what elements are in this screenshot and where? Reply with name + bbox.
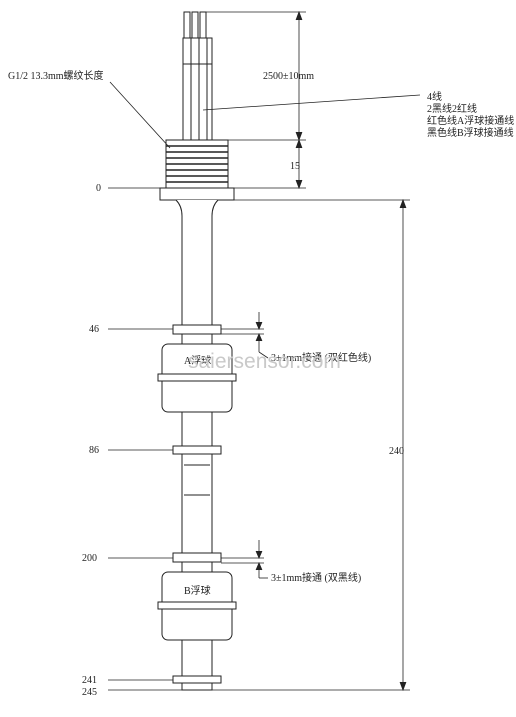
wire-colors-label: 2黑线2红线 xyxy=(427,102,477,115)
float-b-label: B浮球 xyxy=(184,584,211,597)
bottom-stop xyxy=(172,675,222,684)
wire-red-label: 红色线A浮球接通线 xyxy=(427,114,514,127)
scale-245: 245 xyxy=(82,687,97,698)
switch-travel-a xyxy=(221,312,269,359)
float-b-note: 3±1mm接通 (双黑线) xyxy=(271,571,361,584)
scale-lines xyxy=(108,187,410,691)
float-a xyxy=(157,324,237,413)
scale-46: 46 xyxy=(89,324,99,335)
thread-spec-label: G1/2 13.3mm螺纹长度 xyxy=(8,69,104,82)
float-a-label: A浮球 xyxy=(184,354,211,367)
watermark: saiersensor.com xyxy=(188,350,341,373)
leader-wires xyxy=(202,94,421,111)
threaded-fitting xyxy=(159,139,235,201)
switch-travel-b xyxy=(221,540,268,579)
wire-black-label: 黑色线B浮球接通线 xyxy=(427,126,514,139)
total-length-label: 240 xyxy=(389,446,404,457)
cable-dimension xyxy=(206,10,306,190)
cable-wires xyxy=(182,11,213,140)
cable-length-label: 2500±10mm xyxy=(263,71,314,82)
wire-count-label: 4线 xyxy=(427,90,442,103)
total-dimension xyxy=(234,198,410,692)
scale-86: 86 xyxy=(89,445,99,456)
collar-86 xyxy=(172,445,222,455)
scale-200: 200 xyxy=(82,553,97,564)
float-b xyxy=(157,552,237,641)
leader-thread xyxy=(109,81,171,149)
float-a-note: 3±1mm接通 (双红色线) xyxy=(271,351,371,364)
thread-length-label: 15 xyxy=(290,161,300,172)
scale-0: 0 xyxy=(96,183,101,194)
scale-241: 241 xyxy=(82,675,97,686)
